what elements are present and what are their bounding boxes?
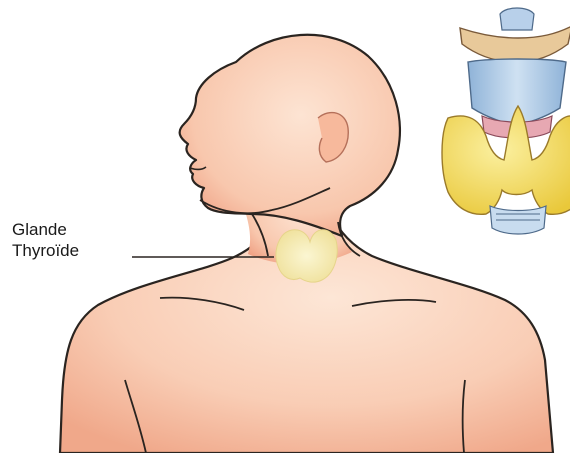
label-line-2: Thyroïde [12, 240, 79, 261]
label-line-1: Glande [12, 219, 79, 240]
thyroid-anatomy-inset [442, 8, 570, 234]
thyroid-gland-label: Glande Thyroïde [12, 219, 79, 261]
thyroid-gland-on-neck [276, 230, 337, 282]
